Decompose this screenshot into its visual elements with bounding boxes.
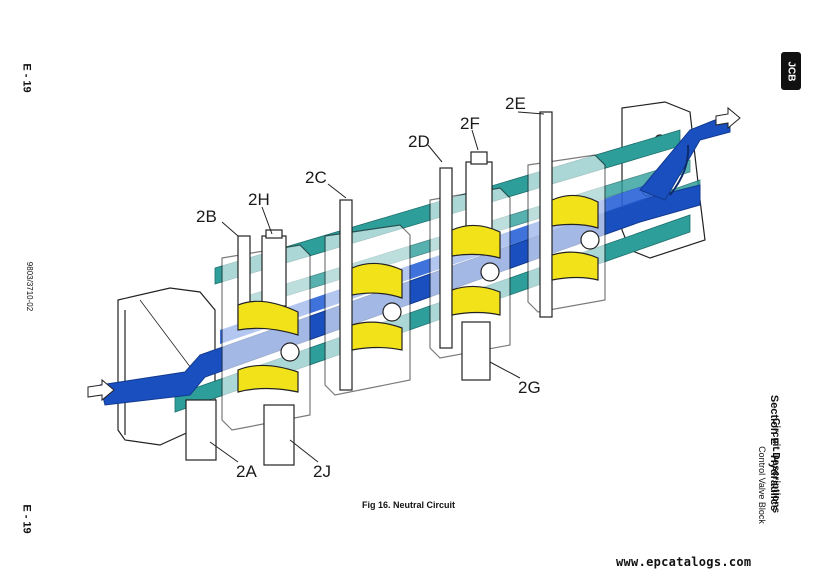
label-2a: 2A bbox=[236, 462, 257, 481]
valve-section-4 bbox=[527, 111, 606, 318]
label-2b: 2B bbox=[196, 207, 217, 226]
valve-section-2 bbox=[324, 199, 411, 396]
label-2g: 2G bbox=[518, 378, 541, 397]
jcb-logo: JCB bbox=[781, 52, 801, 90]
outlet-arrow-icon bbox=[715, 106, 741, 130]
callout-leaders bbox=[209, 111, 545, 463]
label-2d: 2D bbox=[408, 132, 430, 151]
label-2c: 2C bbox=[305, 168, 327, 187]
inlet-arrow-icon bbox=[87, 378, 115, 402]
label-2h: 2H bbox=[248, 190, 270, 209]
valve-section-3 bbox=[429, 151, 511, 381]
label-2e: 2E bbox=[505, 94, 526, 113]
figure-caption: Fig 16. Neutral Circuit bbox=[362, 500, 456, 510]
label-2f: 2F bbox=[460, 114, 480, 133]
watermark: www.epcatalogs.com bbox=[616, 555, 752, 569]
valve-section-1 bbox=[185, 229, 311, 466]
label-2j: 2J bbox=[313, 462, 331, 481]
